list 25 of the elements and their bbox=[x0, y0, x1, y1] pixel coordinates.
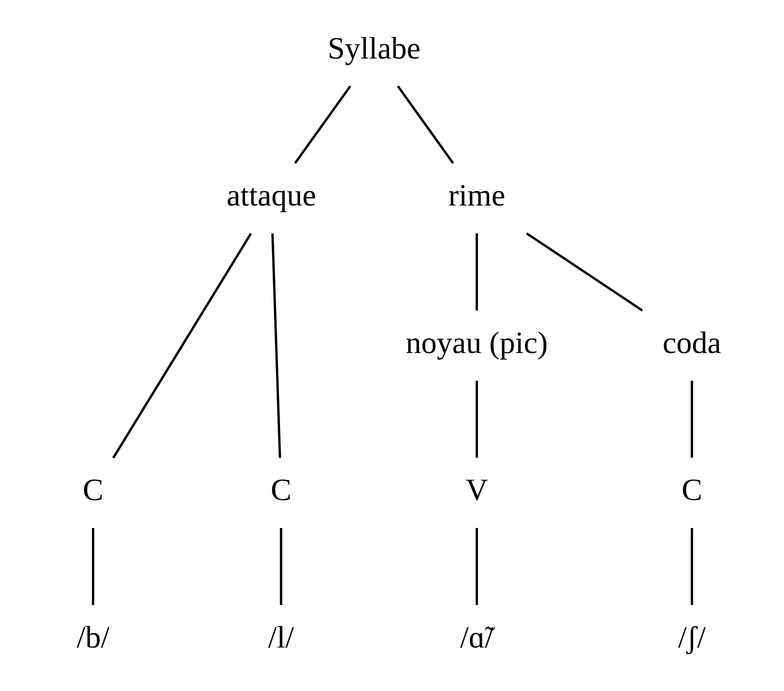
node-text: /ɑ̃/ bbox=[460, 619, 494, 654]
node-text: coda bbox=[662, 324, 721, 360]
node-text: C bbox=[270, 472, 291, 508]
node-text: C bbox=[82, 472, 103, 508]
connector bbox=[279, 528, 282, 606]
connector bbox=[91, 528, 94, 606]
node-text: C bbox=[681, 472, 702, 508]
connector bbox=[270, 233, 281, 458]
node-text: /l/ bbox=[268, 619, 294, 654]
connector bbox=[294, 85, 351, 164]
connector bbox=[690, 528, 693, 606]
connector bbox=[396, 85, 454, 164]
connector bbox=[112, 232, 252, 458]
connector bbox=[690, 380, 693, 458]
node-text: V bbox=[465, 472, 488, 508]
node-text: rime bbox=[448, 178, 505, 213]
node-text: attaque bbox=[226, 178, 316, 213]
connector bbox=[475, 380, 478, 458]
node-text: noyau (pic) bbox=[405, 324, 548, 360]
node-text: Syllabe bbox=[327, 30, 420, 66]
connector bbox=[526, 232, 642, 312]
node-text: /ʃ/ bbox=[678, 619, 706, 654]
node-text: /b/ bbox=[76, 619, 109, 654]
connector bbox=[475, 233, 478, 310]
connector bbox=[475, 528, 478, 606]
